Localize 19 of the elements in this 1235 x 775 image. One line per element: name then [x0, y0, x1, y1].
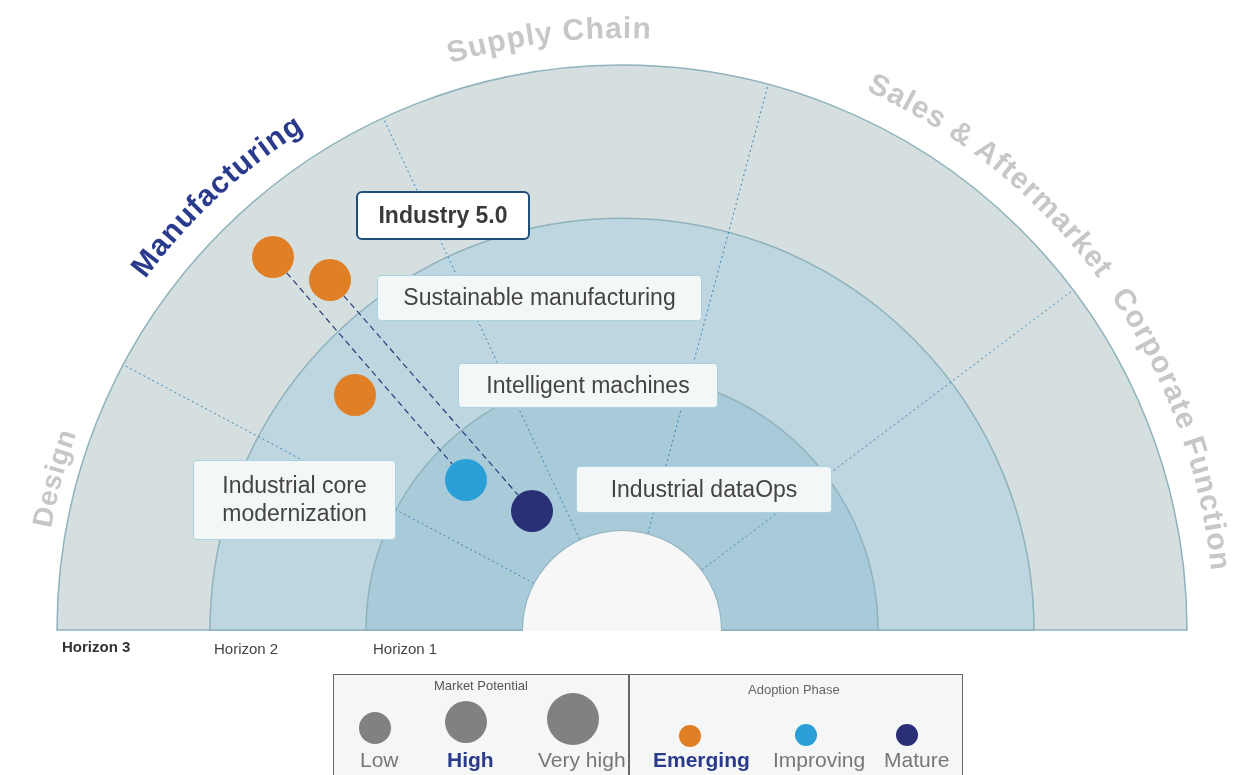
legend-heading: Market Potential	[434, 678, 528, 693]
horizon-label: Horizon 3	[62, 638, 131, 655]
sector-title: Supply Chain	[442, 10, 653, 70]
legend-label: Mature	[884, 748, 950, 772]
legend-label: Improving	[773, 748, 866, 772]
topic-box: Sustainable manufacturing	[377, 275, 702, 321]
legend-label: Low	[360, 748, 399, 772]
legend-label: Emerging	[653, 748, 750, 772]
topic-box: Industrial core modernization	[193, 460, 396, 540]
legend-label: High	[447, 748, 494, 772]
dashed-connector	[286, 272, 453, 465]
horizon-label: Horizon 2	[214, 640, 279, 657]
dashed-connector	[343, 295, 519, 496]
topic-box: Industrial dataOps	[576, 466, 832, 513]
legend-heading: Adoption Phase	[748, 682, 840, 697]
horizon-label: Horizon 1	[373, 640, 438, 657]
legend-label: Very high	[538, 748, 626, 772]
topic-box: Intelligent machines	[458, 363, 718, 408]
group-title-box: Industry 5.0	[356, 191, 530, 240]
